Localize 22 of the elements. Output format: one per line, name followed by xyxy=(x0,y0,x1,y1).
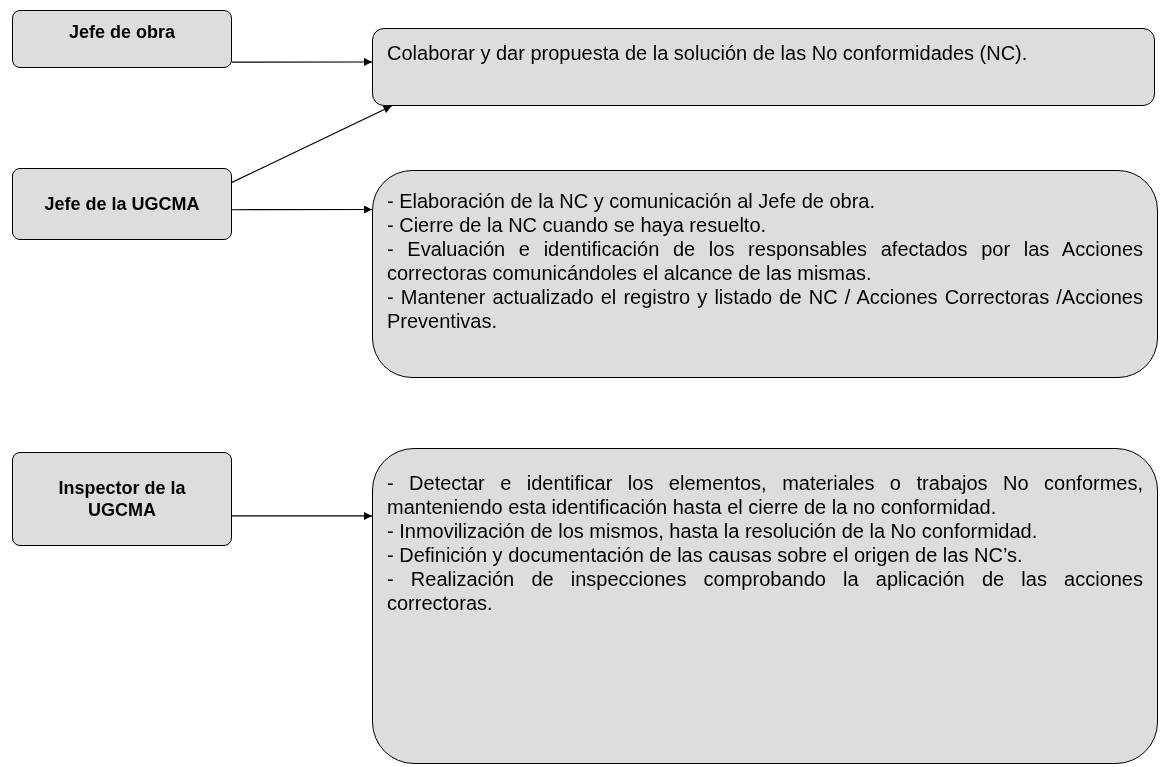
role-name: Jefe de obra xyxy=(68,21,175,43)
role-box xyxy=(12,452,232,546)
task-text: - Cierre de la NC cuando se haya resuelto. xyxy=(387,213,768,237)
task-box xyxy=(372,28,1155,106)
task-text: - Inmovilización de los mismos, hasta la resolución de la No conformidad. xyxy=(387,519,1039,543)
arrow xyxy=(231,58,373,66)
role-box xyxy=(12,168,232,240)
task-box xyxy=(372,448,1158,764)
role-box xyxy=(12,10,232,68)
arrow xyxy=(231,105,393,183)
role-name: Inspector de la UGCMA xyxy=(57,477,187,521)
task-text: - Detectar e identificar los elementos, materiales o trabajos No conformes, manteniendo esta identificación hasta el cierre de la no conformidad. xyxy=(387,471,1143,519)
task-text: - Mantener actualizado el registro y listado de NC / Acciones Correctoras /Acciones Preventivas. xyxy=(387,285,1143,333)
role-name: Jefe de la UGCMA xyxy=(44,193,200,215)
arrow xyxy=(231,511,373,520)
task-text: Colaborar y dar propuesta de la solución de las No conformidades (NC). xyxy=(387,41,1029,65)
task-text: - Elaboración de la NC y comunicación al Jefe de obra. xyxy=(387,189,877,213)
task-text: - Realización de inspecciones comprobando la aplicación de las acciones correctoras. xyxy=(387,567,1143,615)
arrow xyxy=(231,205,373,214)
task-box xyxy=(372,170,1158,378)
task-text: - Definición y documentación de las causas sobre el origen de las NC’s. xyxy=(387,543,1024,567)
task-text: - Evaluación e identificación de los responsables afectados por las Acciones correctoras comunicándoles el alcance de las mismas. xyxy=(387,237,1143,285)
